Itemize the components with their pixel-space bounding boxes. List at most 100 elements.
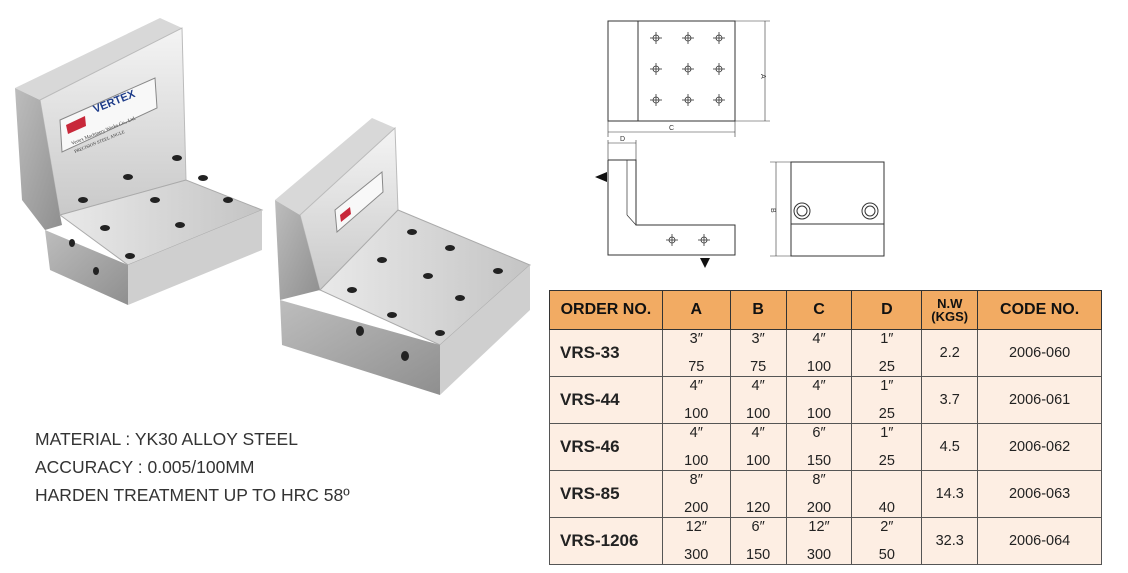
d-inch: [852, 472, 921, 488]
cell-a: 4″100: [661, 423, 731, 471]
d-inch: 1″: [880, 378, 894, 394]
net-weight: 4.5: [921, 423, 979, 471]
c-mm: 150: [806, 453, 832, 469]
a-mm: 300: [684, 547, 709, 563]
a-mm: 100: [684, 453, 709, 469]
cell-c: 6″ 150: [785, 423, 853, 471]
cell-a: 4″ 100: [661, 376, 731, 424]
cell-c: 4″ 100: [785, 376, 853, 424]
cell-b: 6″ 150: [729, 517, 787, 565]
b-mm: 120: [746, 500, 771, 516]
front-view: [790, 161, 885, 257]
dim-label-c: C: [669, 125, 674, 132]
c-inch: 8″: [812, 472, 826, 488]
code-no: 2006-062: [977, 423, 1102, 471]
b-inch: 6″: [751, 519, 765, 535]
cell-a: 8″ 200: [661, 470, 731, 518]
order-no: VRS-46: [549, 423, 663, 471]
table-row: VRS-33 3″ 75 3″ 75 4″ 100 1″ 25 2.2 2006-060: [549, 329, 1102, 377]
dim-label-a: A: [759, 74, 766, 79]
cell-d: 1″25: [851, 376, 923, 424]
d-mm: 40: [878, 500, 895, 516]
cell-c: 8″ 200: [785, 470, 853, 518]
d-mm: 50: [878, 547, 895, 563]
cell-a: 3″ 75: [661, 329, 731, 377]
c-mm: 100: [806, 406, 832, 422]
arrow-down-marker: [700, 258, 710, 268]
cell-d: 2″ 50: [851, 517, 923, 565]
cell-d: 1″ 25: [851, 329, 923, 377]
b-inch: 3″: [751, 331, 765, 347]
angle-plate-small: [275, 118, 531, 395]
cell-b: 3″ 75: [729, 329, 787, 377]
d-inch: 2″: [880, 519, 894, 535]
d-mm: 25: [878, 453, 895, 469]
b-inch: 4″: [751, 425, 765, 441]
net-weight: 14.3: [921, 470, 979, 518]
table-header-row: ORDER NO. A B C D N.W (KGS) CODE NO.: [549, 290, 1102, 330]
arrow-left-marker: [595, 172, 607, 182]
a-mm: 100: [684, 406, 709, 422]
technical-drawings: A C D B: [595, 20, 885, 268]
table-row: VRS-46 4″100 4″100 6″150 1″25 4.5 2006-0…: [549, 423, 1102, 471]
code-no: 2006-063: [977, 470, 1102, 518]
specifications: MATERIAL : YK30 ALLOY STEEL ACCURACY : 0…: [35, 425, 350, 509]
angle-plate-large: VERTEX Vertex Machinery Works Co., Ltd. …: [15, 18, 264, 305]
a-mm: 200: [684, 500, 709, 516]
order-no: VRS-85: [549, 470, 663, 518]
cell-b: 120: [729, 470, 787, 518]
cell-a: 12″ 300: [661, 517, 731, 565]
spec-accuracy: ACCURACY : 0.005/100MM: [35, 457, 255, 477]
table-row: VRS-1206 12″ 300 6″ 150 12″ 300 2″ 50 32.3 2…: [549, 517, 1102, 565]
order-no: VRS-44: [549, 376, 663, 424]
a-mm: 75: [688, 359, 705, 375]
a-inch: 8″: [689, 472, 703, 488]
c-inch: 6″: [812, 425, 826, 441]
vertex-nameplate-small: [334, 170, 384, 234]
c-mm: 300: [806, 547, 832, 563]
col-order-no: ORDER NO.: [549, 290, 663, 330]
a-inch: 4″: [689, 378, 703, 394]
b-mm: 75: [750, 359, 767, 375]
order-no: VRS-1206: [549, 517, 663, 565]
code-no: 2006-061: [977, 376, 1102, 424]
code-no: 2006-060: [977, 329, 1102, 377]
a-inch: 3″: [689, 331, 703, 347]
net-weight: 32.3: [921, 517, 979, 565]
d-mm: 25: [878, 359, 895, 375]
col-b: B: [729, 290, 787, 330]
cell-d: 1″ 25: [851, 423, 923, 471]
b-mm: 150: [746, 547, 771, 563]
c-mm: 200: [806, 500, 832, 516]
table-row: VRS-44 4″ 100 4″ 100 4″ 100 1″25 3.7 2006-0…: [549, 376, 1102, 424]
net-weight: 2.2: [921, 329, 979, 377]
d-inch: 1″: [880, 331, 894, 347]
product-photo: VERTEX Vertex Machinery Works Co., Ltd. …: [15, 18, 531, 395]
a-inch: 12″: [685, 519, 707, 535]
col-nw-line2: (KGS): [931, 309, 969, 324]
b-inch: 4″: [751, 378, 765, 394]
table-row: VRS-85 8″ 200 120 8″ 200 40 14.3 2006-063: [549, 470, 1102, 518]
spec-table: ORDER NO. A B C D N.W (KGS) CODE NO. VRS…: [549, 290, 1102, 565]
b-mm: 100: [746, 453, 771, 469]
b-inch: [731, 472, 786, 488]
net-weight: 3.7: [921, 376, 979, 424]
c-inch: 4″: [812, 331, 826, 347]
spec-hardening: HARDEN TREATMENT UP TO HRC 58º: [35, 485, 350, 505]
cell-c: 4″ 100: [785, 329, 853, 377]
cell-c: 12″ 300: [785, 517, 853, 565]
spec-material: MATERIAL : YK30 ALLOY STEEL: [35, 429, 298, 449]
cell-b: 4″ 100: [729, 376, 787, 424]
col-net-weight: N.W (KGS): [921, 290, 979, 330]
code-no: 2006-064: [977, 517, 1102, 565]
d-inch: 1″: [880, 425, 894, 441]
top-view: [607, 20, 736, 122]
c-inch: 4″: [812, 378, 826, 394]
col-d: D: [851, 290, 923, 330]
order-no: VRS-33: [549, 329, 663, 377]
b-mm: 100: [746, 406, 771, 422]
col-c: C: [785, 290, 853, 330]
cell-b: 4″ 100: [729, 423, 787, 471]
c-inch: 12″: [808, 519, 830, 535]
c-mm: 100: [806, 359, 832, 375]
